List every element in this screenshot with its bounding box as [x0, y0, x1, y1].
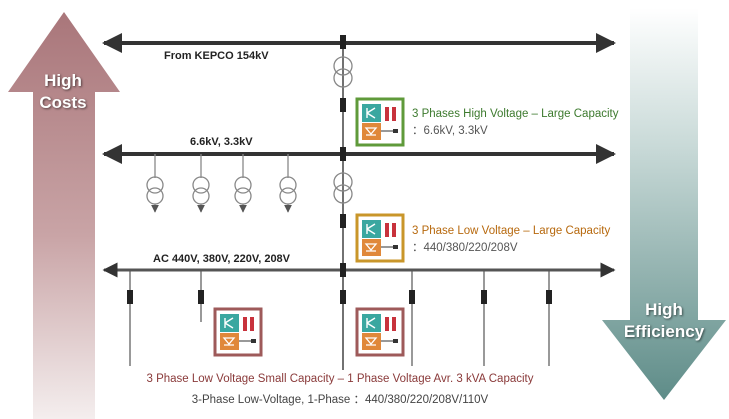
- capacitor-bar: [392, 107, 396, 121]
- igbt-block: [220, 314, 239, 332]
- capacitor-bar: [385, 107, 389, 121]
- hv-converter-module: [355, 97, 405, 147]
- diode-block: [220, 333, 239, 350]
- diode-block: [362, 239, 381, 256]
- small-converter-module-right: [355, 307, 405, 357]
- main-transformer-hv: [333, 56, 353, 88]
- high-costs-arrow: [8, 12, 120, 419]
- diode-block: [362, 123, 381, 140]
- breaker-lv-upper: [340, 214, 346, 228]
- hv-block-spec: ：6.6kV, 3.3kV: [412, 125, 488, 137]
- high-costs-line1: High: [44, 71, 82, 90]
- lv-block-info: 3 Phase Low Voltage – Large Capacity ：44…: [412, 223, 610, 257]
- lv-feeders: [127, 270, 552, 366]
- diode-block: [362, 333, 381, 350]
- high-costs-line2: Costs: [39, 93, 87, 112]
- breaker-mv-upper: [340, 98, 346, 112]
- lv-bus-label: AC 440V, 380V, 220V, 208V: [153, 253, 291, 265]
- feeder-transformers: [146, 154, 297, 213]
- hv-block-info: 3 Phases High Voltage – Large Capacity ：…: [412, 106, 619, 140]
- lv-block-title: 3 Phase Low Voltage – Large Capacity: [412, 225, 611, 237]
- igbt-block: [362, 314, 381, 332]
- breaker-mv: [340, 147, 346, 161]
- high-efficiency-label: High Efficiency: [612, 299, 716, 343]
- capacitor-bar: [392, 317, 396, 331]
- small-converter-module-left: [213, 307, 263, 357]
- mv-bus-label: 6.6kV, 3.3kV: [190, 136, 253, 148]
- main-transformer-lv: [333, 172, 353, 204]
- kepco-bus-label: From KEPCO 154kV: [164, 50, 269, 62]
- breaker-kepco: [340, 35, 346, 49]
- hv-block-title: 3 Phases High Voltage – Large Capacity: [412, 108, 619, 120]
- high-efficiency-line2: Efficiency: [623, 322, 705, 341]
- breaker-lv: [340, 263, 346, 277]
- high-costs-label: High Costs: [22, 70, 104, 114]
- capacitor-bar: [385, 317, 389, 331]
- capacitor-bar: [385, 223, 389, 237]
- lv-block-spec: ：440/380/220/208V: [412, 242, 518, 254]
- high-efficiency-arrow: [602, 8, 726, 400]
- igbt-block: [362, 220, 381, 238]
- capacitor-bar: [250, 317, 254, 331]
- capacitor-bar: [243, 317, 247, 331]
- capacitor-bar: [392, 223, 396, 237]
- lv-converter-module: [355, 213, 405, 263]
- small-block-title: 3 Phase Low Voltage Small Capacity – 1 P…: [146, 373, 534, 385]
- small-block-spec: 3-Phase Low-Voltage, 1-Phase ：440/380/22…: [191, 394, 489, 406]
- high-efficiency-line1: High: [645, 300, 683, 319]
- igbt-block: [362, 104, 381, 122]
